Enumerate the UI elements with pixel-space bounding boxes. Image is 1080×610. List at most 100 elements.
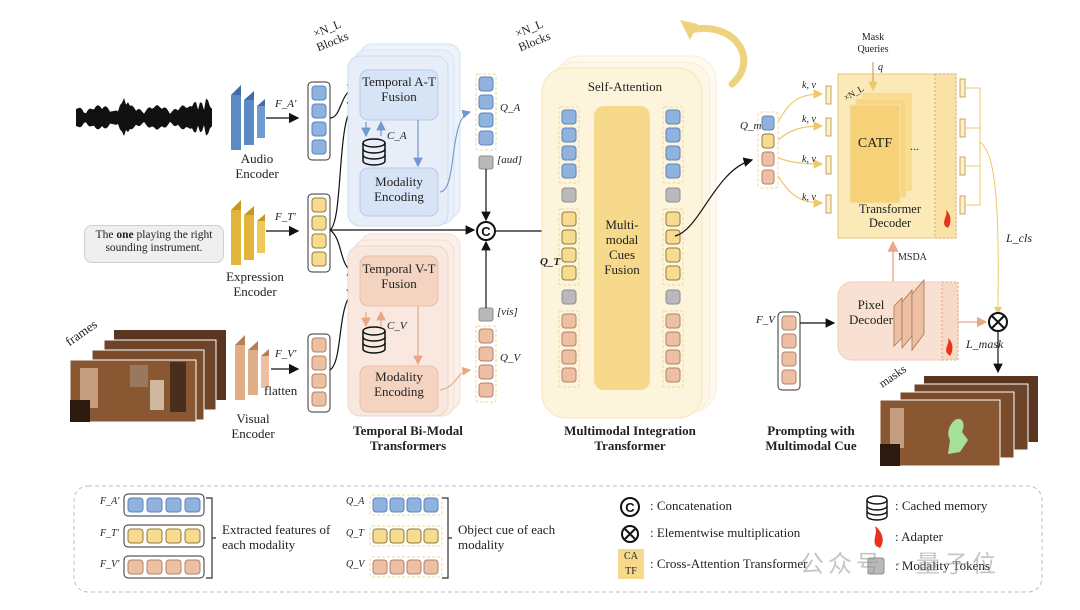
legend-feature-frame [123, 493, 205, 517]
watermark: 公众号 · 量子位 [800, 552, 1000, 578]
token-group-outline [662, 106, 684, 184]
decoder-ellipsis: ... [910, 139, 919, 153]
kv-label-4: k, v [802, 192, 816, 203]
legend-feature-token [165, 497, 182, 513]
expression-text-box: The one playing the right sounding instr… [84, 225, 224, 263]
arrow-encoding-to-qa [439, 109, 472, 193]
legend-extracted-label: Extracted features of each modality [222, 522, 331, 552]
legend-qa-label: Q_A [346, 496, 365, 507]
qm-token-audio [761, 115, 775, 131]
visual-token [781, 315, 797, 331]
legend-mult-icon [621, 525, 639, 543]
pixel-decoder-adapter-region [941, 281, 959, 361]
legend-mult-label: : Elementwise multiplication [650, 525, 801, 540]
text-token [665, 229, 681, 245]
visual-token [561, 331, 577, 347]
visual-token [665, 367, 681, 383]
legend-feature-token [184, 497, 201, 513]
visual-token [781, 351, 797, 367]
legend-modality-tokens-label: : Modality Tokens [895, 558, 990, 573]
visual-token [478, 364, 494, 380]
visual-token [478, 346, 494, 362]
qm-token-visual-1 [761, 151, 775, 167]
token-group-outline [475, 325, 497, 403]
legend-fa-label: F_A' [100, 496, 120, 507]
legend-cue-token [423, 497, 439, 513]
legend-bracket-features [206, 497, 216, 579]
audio-token [478, 112, 494, 128]
segmentation-mask [948, 418, 968, 454]
kv-tokens [825, 85, 832, 214]
kv-label-2: k, v [802, 114, 816, 125]
visual-encoder-icon [235, 335, 269, 400]
visual-token [781, 333, 797, 349]
audio-token [561, 163, 577, 179]
self-attention-label: Self-Attention [587, 79, 663, 94]
audio-feature-tokens [307, 81, 331, 161]
qa-label: Q_A [500, 102, 521, 114]
mask-frames [879, 376, 1038, 467]
audio-encoder-label: Audio Encoder [235, 151, 279, 181]
visual-token [561, 367, 577, 383]
text-token [665, 211, 681, 227]
ft-label: F_T' [275, 211, 296, 223]
gray_token-token [665, 187, 681, 203]
pixel-decoder-label: Pixel Decoder [848, 297, 894, 327]
audio-token [311, 139, 327, 155]
audio-token [311, 103, 327, 119]
legend-cue-token [389, 559, 405, 575]
visual-token [311, 391, 327, 407]
legend-concat-label: : Concatenation [650, 498, 732, 513]
audio-token [665, 145, 681, 161]
modality-encoding-v-box [359, 365, 439, 413]
legend-catf-label: : Cross-Attention Transformer [650, 556, 808, 571]
audio-token [561, 145, 577, 161]
loss-cls-label: L_cls [1006, 231, 1033, 245]
integration-output-tokens [662, 106, 684, 388]
adapter-flame-icon-decoder [944, 210, 951, 228]
token-group-outline [662, 310, 684, 388]
legend-ft-label: F_T' [100, 528, 119, 539]
visual-token [665, 313, 681, 329]
visual-feature-tokens [307, 333, 331, 413]
legend-cached-memory-icon [866, 495, 888, 521]
visual-token [478, 382, 494, 398]
svg-text:C: C [481, 224, 491, 239]
qm-group [757, 111, 779, 189]
elementwise-mult-icon [988, 312, 1008, 332]
decoder-adapter-region [934, 73, 957, 239]
at-fusion-label: Temporal A-T Fusion [362, 74, 436, 104]
token-group-outline [662, 208, 684, 286]
kv-label-1: k, v [802, 80, 816, 91]
aud-modality-token [478, 155, 494, 170]
decoder-output-tokens [959, 78, 966, 215]
mask-queries-label: Mask Queries [857, 32, 889, 55]
text-token [561, 247, 577, 263]
integration-title: Multimodal Integration Transformer [564, 423, 696, 453]
legend-object-cue-label: Object cue of each modality [458, 522, 556, 552]
qt-label: Q_T [540, 256, 561, 268]
vt-fusion-label: Temporal V-T Fusion [362, 261, 436, 291]
text-feature-tokens [307, 193, 331, 273]
vt-fusion-box [359, 255, 439, 307]
aud-token-label: [aud] [497, 154, 523, 166]
audio-waveform [76, 97, 212, 137]
bimodal-title: Temporal Bi-Modal Transformers [353, 423, 463, 453]
cache-memory-a-icon [362, 138, 386, 166]
legend-catf-box-label: CA TF [624, 551, 638, 577]
audio-encoder-icon [231, 85, 265, 150]
catf-label: CATF [857, 136, 893, 151]
token-group-outline [558, 106, 580, 184]
legend-feature-token [146, 497, 163, 513]
legend-qv-label: Q_V [346, 559, 365, 570]
text-token [311, 197, 327, 213]
legend-cue-token [372, 528, 388, 544]
legend-bracket-cues [442, 497, 452, 579]
token-group-outline [475, 73, 497, 151]
legend-token-rows [123, 493, 443, 579]
expression-encoder-label: Expression Encoder [226, 269, 284, 299]
legend-feature-token [146, 528, 163, 544]
text-token [561, 211, 577, 227]
legend-cue-token [406, 528, 422, 544]
catf-stack [849, 93, 912, 204]
